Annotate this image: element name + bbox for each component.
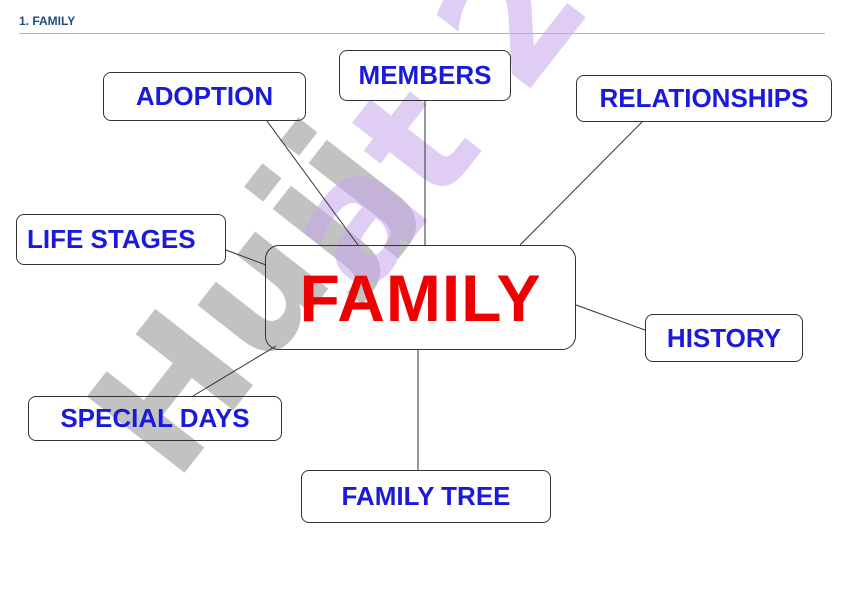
node-members-label: MEMBERS <box>358 60 492 90</box>
node-adoption: ADOPTION <box>103 72 306 121</box>
page-title: 1. FAMILY <box>19 14 76 28</box>
node-members: MEMBERS <box>339 50 511 101</box>
header-divider <box>19 33 825 34</box>
node-special-days-label: SPECIAL DAYS <box>60 403 250 433</box>
node-special-days: SPECIAL DAYS <box>28 396 282 441</box>
node-history: HISTORY <box>645 314 803 362</box>
node-relationships-label: RELATIONSHIPS <box>599 83 809 113</box>
node-history-label: HISTORY <box>666 322 782 353</box>
node-life-stages-label: LIFE STAGES <box>27 224 196 254</box>
node-relationships: RELATIONSHIPS <box>576 75 832 122</box>
connector-relationships <box>519 121 643 246</box>
node-family-tree: FAMILY TREE <box>301 470 551 523</box>
node-life-stages: LIFE STAGES <box>16 214 226 265</box>
node-adoption-label: ADOPTION <box>135 81 274 111</box>
connector-special-days <box>192 345 277 397</box>
node-family-tree-label: FAMILY TREE <box>341 481 511 511</box>
connector-life-stages <box>225 249 267 266</box>
connector-adoption <box>266 120 359 246</box>
connector-history <box>575 304 646 331</box>
central-node: FAMILY <box>265 245 576 350</box>
central-label: FAMILY <box>299 260 542 335</box>
